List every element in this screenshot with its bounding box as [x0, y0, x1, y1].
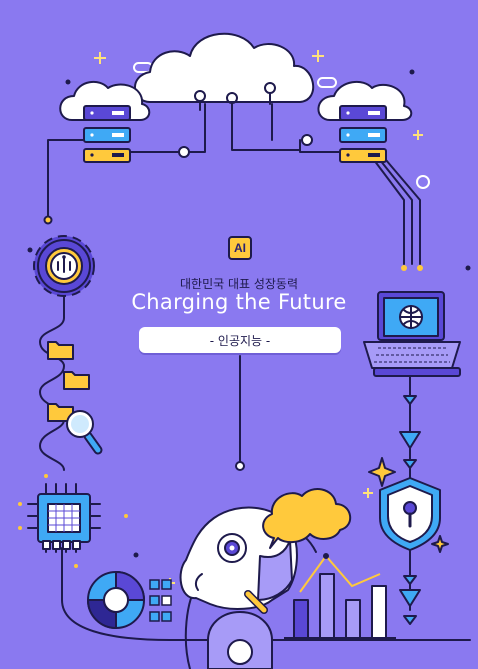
server-right-icon	[317, 80, 413, 163]
gear-icon	[33, 235, 95, 297]
subtitle: 대한민국 대표 성장동력	[179, 277, 299, 291]
bar-chart-icon	[284, 553, 396, 639]
page-title: Charging the Future	[131, 290, 347, 314]
ai-badge: AI	[228, 236, 252, 260]
cpu-chip-icon	[18, 474, 128, 568]
sparkle-decorations	[27, 50, 471, 588]
shield-lock-icon	[379, 477, 441, 551]
topic-label: - 인공지능 -	[139, 327, 341, 353]
server-left-icon	[59, 80, 151, 163]
donut-chart-icon	[86, 570, 172, 630]
folder-icons	[47, 341, 90, 422]
magnifier-icon	[66, 410, 103, 455]
flow-arrows	[399, 395, 421, 625]
laptop-icon	[363, 291, 461, 377]
thought-cloud-icon	[262, 488, 351, 549]
cloud-icon	[134, 32, 315, 113]
star-icons	[368, 457, 449, 553]
